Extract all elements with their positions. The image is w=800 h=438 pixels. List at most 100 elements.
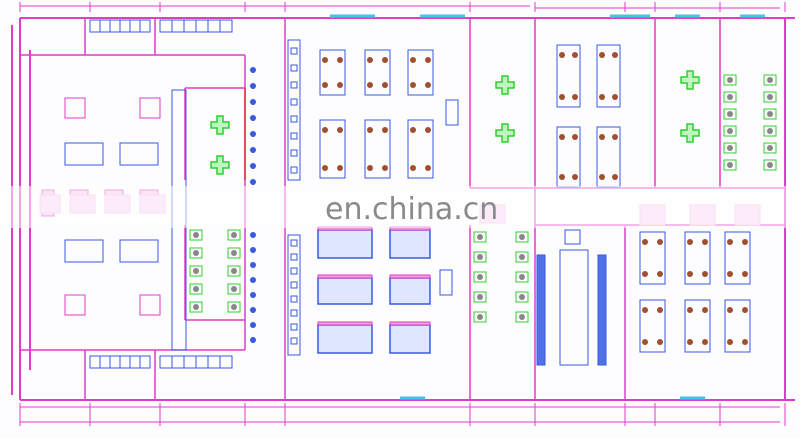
- bench-edge: [317, 274, 373, 279]
- chair-icon: [410, 127, 416, 133]
- shelf-item: [290, 149, 298, 157]
- reception-table: [64, 142, 104, 166]
- shelf-item: [290, 64, 298, 72]
- chair-icon: [322, 127, 328, 133]
- chair-icon: [367, 127, 373, 133]
- computer-icon: [231, 286, 237, 292]
- toilet-stall: [99, 355, 111, 369]
- bench-edge: [317, 321, 373, 326]
- desk-cluster: [639, 299, 666, 353]
- lab-bench: [317, 229, 373, 259]
- chair-icon: [425, 165, 431, 171]
- chair-icon: [559, 52, 565, 58]
- toilet-stall: [207, 19, 221, 33]
- lab-bench: [389, 324, 431, 354]
- center-table: [559, 249, 589, 366]
- equipment-dot: [250, 337, 256, 343]
- workstation: [515, 251, 529, 263]
- desk-cluster: [596, 44, 621, 108]
- computer-icon: [231, 304, 237, 310]
- chair-icon: [382, 57, 388, 63]
- chair-icon: [410, 82, 416, 88]
- workstation: [763, 91, 777, 103]
- chair-icon: [702, 271, 708, 277]
- toilet-stall: [99, 19, 111, 33]
- chair-icon: [322, 57, 328, 63]
- equipment-dot: [250, 99, 256, 105]
- computer-icon: [767, 145, 773, 151]
- computer-icon: [231, 250, 237, 256]
- plant-icon: [680, 70, 700, 90]
- chair-icon: [367, 165, 373, 171]
- chair-icon: [657, 307, 663, 313]
- chair-icon: [410, 165, 416, 171]
- toilet-stall: [89, 19, 101, 33]
- workstation: [189, 247, 203, 259]
- computer-icon: [477, 274, 483, 280]
- equipment-dot: [250, 115, 256, 121]
- chair-icon: [642, 271, 648, 277]
- chair-icon: [337, 165, 343, 171]
- chair-icon: [337, 57, 343, 63]
- chair-icon: [367, 57, 373, 63]
- workstation: [515, 271, 529, 283]
- workstation: [723, 74, 737, 86]
- computer-icon: [727, 145, 733, 151]
- chair-icon: [657, 271, 663, 277]
- desk-cluster: [407, 119, 434, 179]
- computer-icon: [477, 234, 483, 240]
- cabinet: [445, 99, 459, 126]
- equipment-dot: [250, 232, 256, 238]
- side-table: [64, 97, 86, 119]
- chair-icon: [382, 127, 388, 133]
- toilet-stall: [171, 355, 185, 369]
- desk-cluster: [724, 231, 751, 285]
- shelf-item: [290, 239, 298, 247]
- lab-bench: [317, 277, 373, 305]
- chair-icon: [687, 271, 693, 277]
- workstation: [227, 247, 241, 259]
- desk-cluster: [319, 119, 346, 179]
- equipment-dot: [250, 131, 256, 137]
- toilet-stall: [159, 19, 173, 33]
- chair-icon: [727, 271, 733, 277]
- workstation: [189, 265, 203, 277]
- chair-icon: [599, 134, 605, 140]
- workstation: [723, 142, 737, 154]
- workstation: [723, 125, 737, 137]
- workstation: [227, 283, 241, 295]
- chair-icon: [612, 52, 618, 58]
- chair-icon: [572, 174, 578, 180]
- workstation: [189, 301, 203, 313]
- chair-icon: [599, 52, 605, 58]
- equipment-dot: [250, 83, 256, 89]
- chair-icon: [382, 165, 388, 171]
- chair-icon: [337, 127, 343, 133]
- equipment-dot: [250, 307, 256, 313]
- chair-icon: [642, 307, 648, 313]
- chair-icon: [727, 307, 733, 313]
- watermark-band: [0, 186, 800, 228]
- chair-icon: [702, 339, 708, 345]
- chair-icon: [657, 239, 663, 245]
- workstation: [763, 159, 777, 171]
- chair-icon: [425, 82, 431, 88]
- chair-icon: [599, 94, 605, 100]
- chair-icon: [337, 82, 343, 88]
- cabinet: [439, 269, 453, 296]
- computer-icon: [477, 254, 483, 260]
- chair-icon: [687, 339, 693, 345]
- plant-icon: [210, 115, 230, 135]
- workstation: [473, 231, 487, 243]
- workstation: [763, 125, 777, 137]
- reception-table: [119, 239, 159, 263]
- shelf-item: [290, 81, 298, 89]
- chair-icon: [322, 82, 328, 88]
- shelf: [287, 39, 301, 181]
- workstation: [473, 291, 487, 303]
- reception-table: [119, 142, 159, 166]
- toilet-stall: [139, 355, 151, 369]
- side-table: [139, 97, 161, 119]
- chair-icon: [382, 82, 388, 88]
